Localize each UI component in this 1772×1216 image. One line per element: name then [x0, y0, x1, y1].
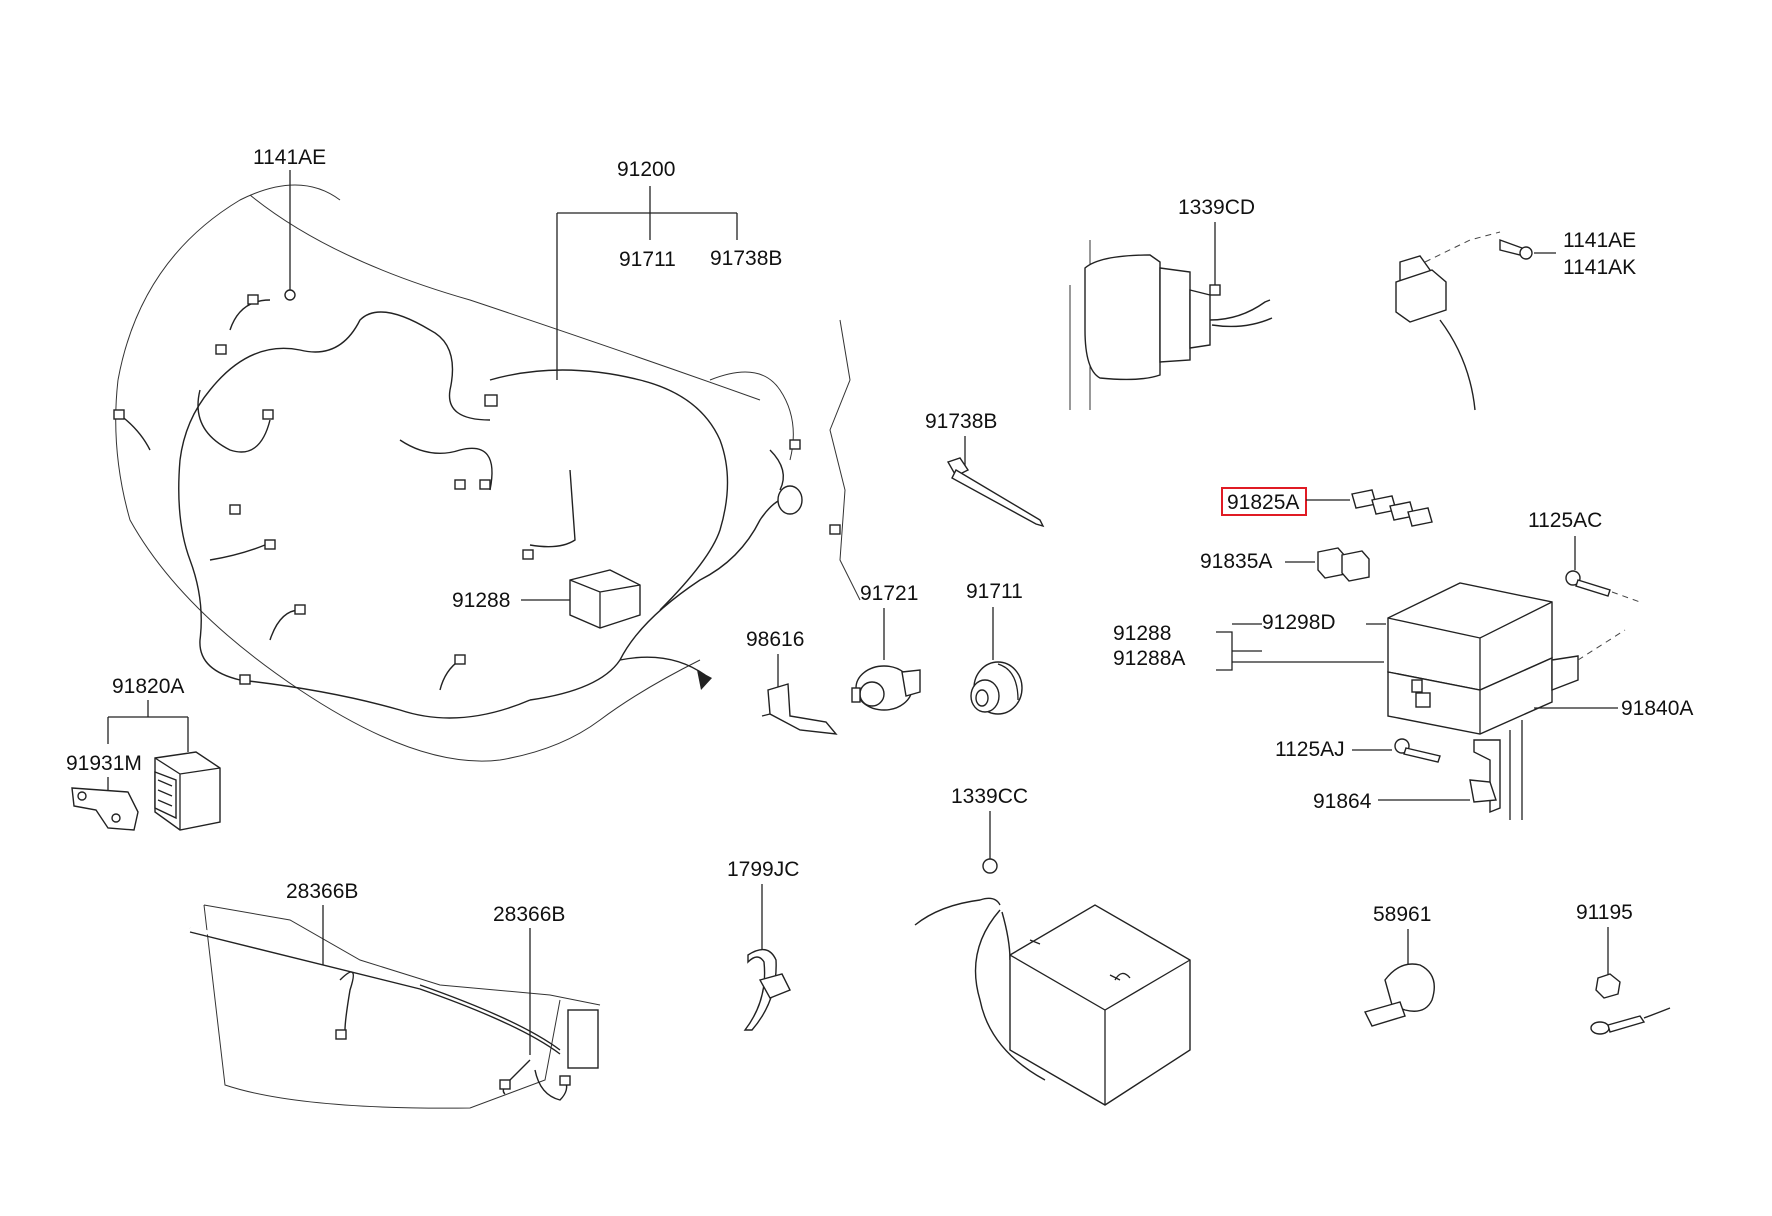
label-1799jc: 1799JC: [727, 858, 799, 881]
relay-91820a[interactable]: 91820A 91931M: [66, 675, 221, 831]
label-1125aj: 1125AJ: [1275, 738, 1345, 761]
label-28366b-left: 28366B: [286, 880, 358, 903]
clamp-58961[interactable]: 58961: [1363, 903, 1435, 1027]
label-91840a[interactable]: 91840A: [1621, 697, 1693, 720]
sensor-1141ae-1141ak[interactable]: 1141AE 1141AK: [1395, 229, 1636, 411]
label-91288-left[interactable]: 91288: [452, 589, 510, 612]
engine-bay-harness: [113, 184, 861, 762]
label-91288a[interactable]: 91288A: [1113, 647, 1185, 670]
label-1141ak: 1141AK: [1563, 256, 1636, 279]
ground-terminal-91195[interactable]: 91195: [1576, 901, 1671, 1035]
bolt-1125ac[interactable]: 1125AC: [1528, 509, 1641, 603]
label-1141ae-right: 1141AE: [1563, 229, 1636, 252]
label-91298d[interactable]: 91298D: [1262, 611, 1336, 634]
label-1339cd: 1339CD: [1178, 196, 1255, 219]
label-28366b-right: 28366B: [493, 903, 565, 926]
relay-91835a[interactable]: 91835A: [1200, 547, 1370, 582]
grommet-91711[interactable]: 91711: [966, 580, 1023, 715]
callout-91288-right: 91288 91288A 91298D: [1113, 611, 1386, 671]
bolt-1125aj[interactable]: 1125AJ: [1275, 738, 1441, 763]
fuse-box-91288[interactable]: [1387, 582, 1626, 820]
label-91820a: 91820A: [112, 675, 184, 698]
label-1125ac: 1125AC: [1528, 509, 1602, 532]
label-91721: 91721: [860, 582, 918, 605]
callout-91864: 91864: [1313, 790, 1470, 813]
label-91738b-top[interactable]: 91738B: [710, 247, 782, 270]
fuse-set-91825a[interactable]: 91825A: [1221, 487, 1433, 527]
label-91825a: 91825A: [1227, 491, 1299, 514]
transmission-harness-28366b[interactable]: 28366B 28366B: [189, 880, 601, 1109]
label-1141ae-left: 1141AE: [253, 146, 326, 169]
bracket-98616[interactable]: 98616: [746, 628, 838, 735]
label-98616: 98616: [746, 628, 804, 651]
label-91738b-mid: 91738B: [925, 410, 997, 433]
callout-91288-left: 91288: [452, 589, 570, 612]
battery-1339cc[interactable]: 1339CC: [914, 785, 1191, 1106]
label-91711-mid: 91711: [966, 580, 1023, 603]
label-1339cc: 1339CC: [951, 785, 1028, 808]
label-58961: 58961: [1373, 903, 1431, 926]
callout-91840a: 91840A: [1534, 697, 1693, 720]
tie-strap-1799jc[interactable]: 1799JC: [727, 858, 799, 1031]
label-91835a: 91835A: [1200, 550, 1272, 573]
label-91200[interactable]: 91200: [617, 158, 675, 181]
label-91195: 91195: [1576, 901, 1633, 924]
label-91288-right[interactable]: 91288: [1113, 622, 1171, 645]
label-91711-top[interactable]: 91711: [619, 248, 676, 271]
highlight-box-91825a: [1221, 487, 1307, 516]
label-91864[interactable]: 91864: [1313, 790, 1372, 813]
bolt-1141ae-left[interactable]: 1141AE: [253, 146, 326, 301]
label-91931m: 91931M: [66, 752, 142, 775]
callout-91200: 91200 91711 91738B: [556, 158, 782, 380]
grommet-91721[interactable]: 91721: [851, 582, 921, 711]
cable-tie-91738b[interactable]: 91738B: [925, 410, 1045, 528]
horn-1339cd[interactable]: 1339CD: [1069, 196, 1273, 410]
